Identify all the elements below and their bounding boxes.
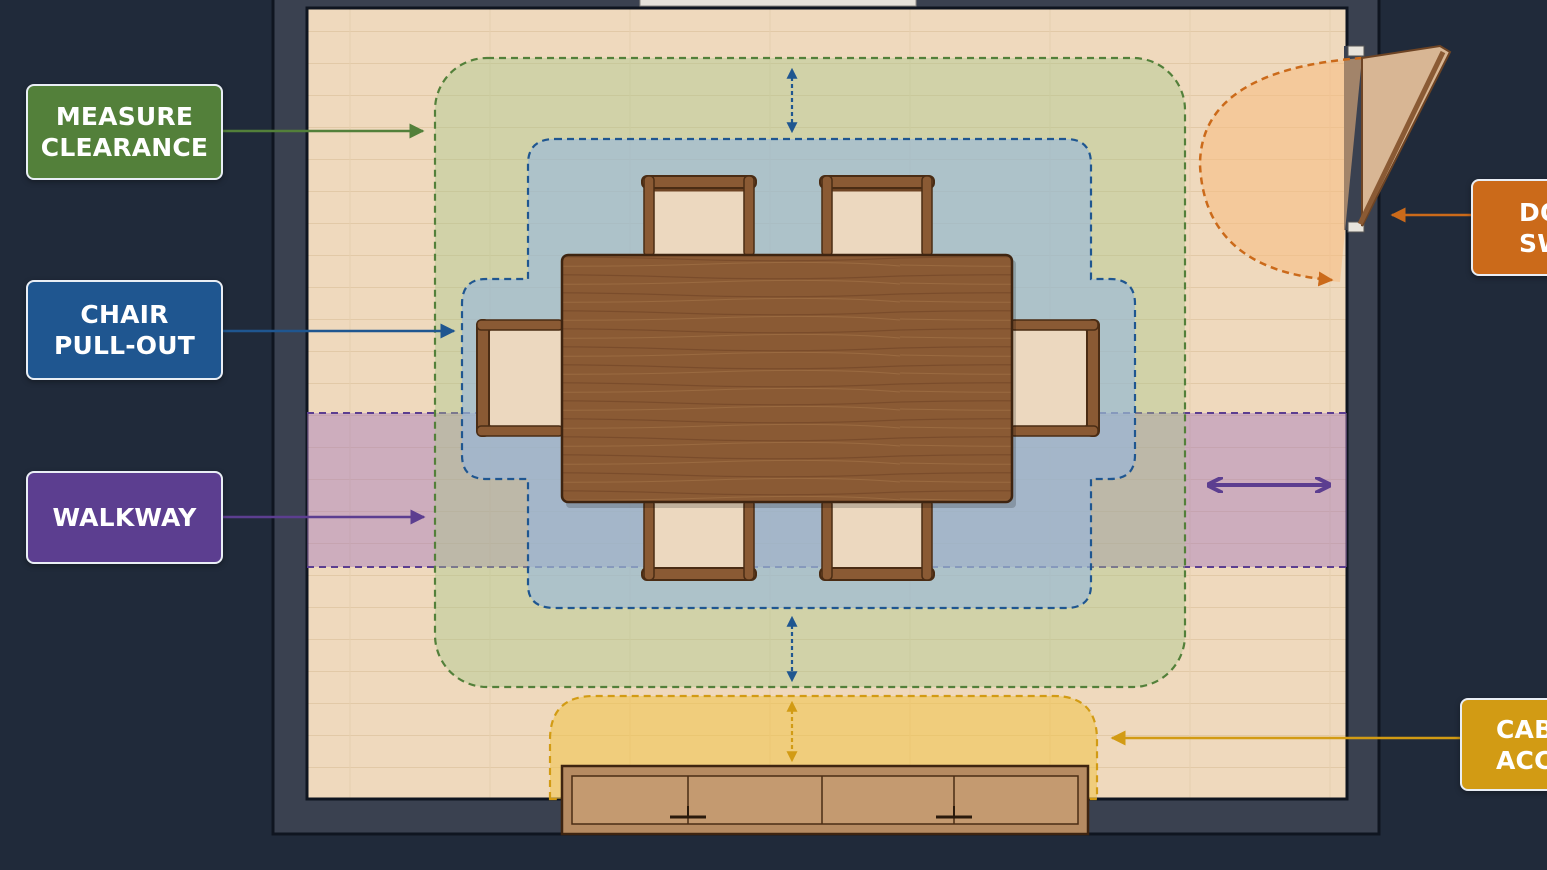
chair-bottom-left [641, 498, 757, 581]
cabinet-access-label-line1: CAB [1496, 714, 1547, 744]
door-swing-label: DO SW [1471, 179, 1547, 276]
door-swing-label-line1: DO [1519, 197, 1547, 227]
measure-clearance-label-line1: MEASURE [55, 102, 194, 131]
chair-pullout-label: CHAIR PULL-OUT [26, 280, 223, 380]
chair-right-end [1006, 319, 1100, 437]
chair-pullout-label-line2: PULL-OUT [53, 331, 196, 360]
chair-top-right [819, 175, 935, 262]
window-top [639, 0, 917, 7]
chair-top-left [641, 175, 757, 262]
measure-clearance-label: MEASURE CLEARANCE [26, 84, 223, 180]
walkway-label-line1: WALKWAY [52, 503, 197, 532]
cabinet-access-label-line2: ACC [1496, 745, 1547, 775]
door-panel [1361, 44, 1452, 227]
chair-bottom-right [819, 498, 935, 581]
chair-left-end [476, 319, 570, 437]
chair-pullout-label-line1: CHAIR [80, 300, 169, 329]
door-swing-zone [1198, 44, 1452, 287]
dining-table [560, 253, 1014, 504]
cabinet-access-label: CAB ACC [1460, 698, 1547, 791]
door-swing-label-line2: SW [1519, 228, 1547, 258]
measure-clearance-label-line2: CLEARANCE [40, 133, 209, 162]
sideboard-cabinet [560, 764, 1090, 836]
walkway-label: WALKWAY [26, 471, 223, 564]
